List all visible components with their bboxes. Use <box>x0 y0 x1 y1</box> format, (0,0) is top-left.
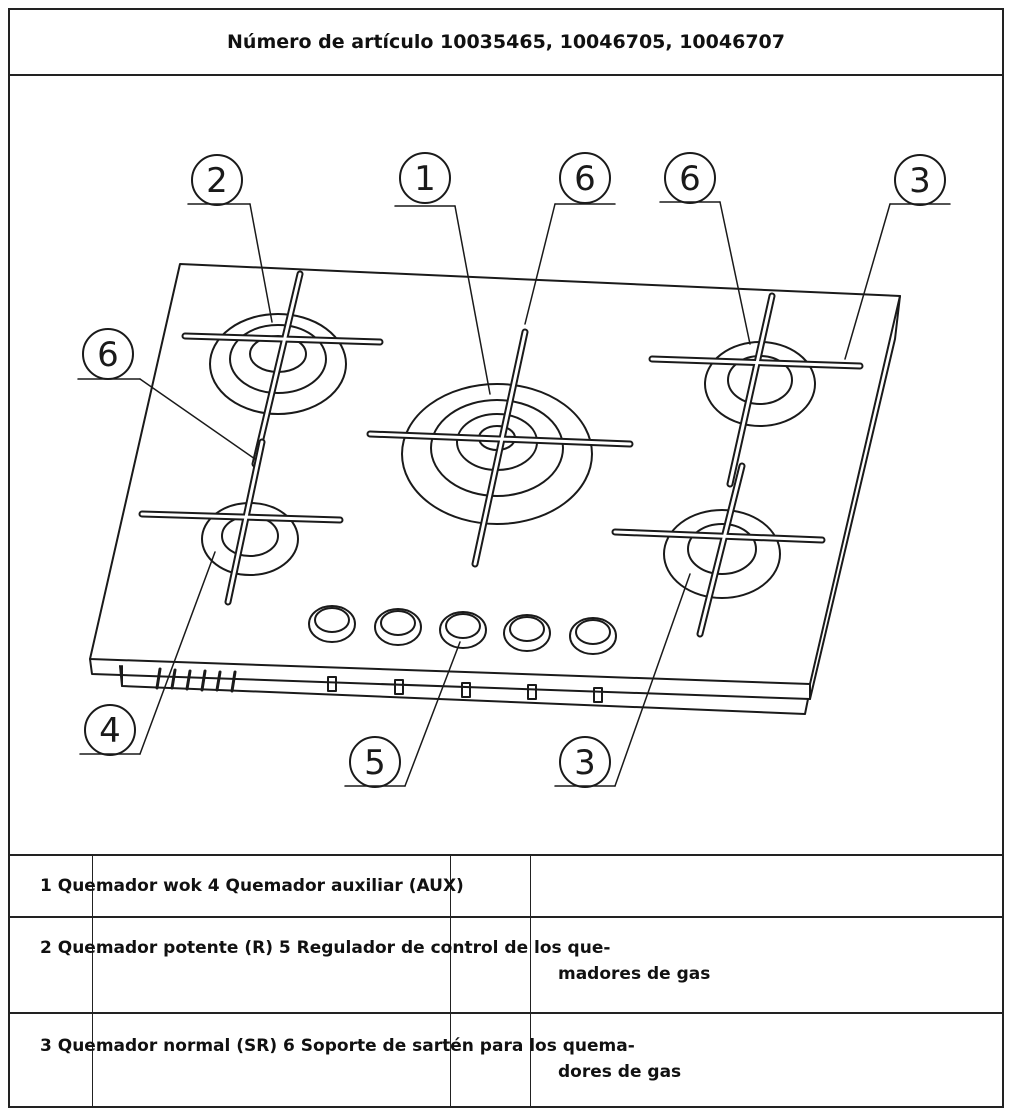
callout-label: 6 <box>97 335 119 375</box>
article-number-title: Número de artículo 10035465, 10046705, 1… <box>10 10 1002 76</box>
cooktop-diagram: 2 1 6 6 3 6 4 5 3 <box>10 74 1002 854</box>
pan-support-right-top <box>648 292 864 488</box>
callout-label: 3 <box>909 161 931 201</box>
column-divider <box>530 854 531 1106</box>
callout-label: 6 <box>574 159 596 199</box>
legend-row-text-cont: dores de gas <box>558 1062 682 1082</box>
callout-badges <box>82 152 946 788</box>
legend-table: 1 Quemador wok 4 Quemador auxiliar (AUX)… <box>10 854 1002 1106</box>
vent-slots <box>155 667 237 693</box>
document-frame: Número de artículo 10035465, 10046705, 1… <box>8 8 1004 1108</box>
legend-row-text: 3 Quemador normal (SR) 6 Soporte de sart… <box>40 1036 635 1056</box>
callout-label: 3 <box>574 743 596 783</box>
legend-row: 2 Quemador potente (R) 5 Regulador de co… <box>10 916 1002 1012</box>
legend-row-text: 2 Quemador potente (R) 5 Regulador de co… <box>40 938 611 958</box>
pan-support-right-bottom <box>611 462 826 638</box>
cooktop-body <box>119 665 809 715</box>
callout-label: 2 <box>206 161 228 201</box>
callout-label: 5 <box>364 743 386 783</box>
cooktop-front-edge <box>89 658 811 700</box>
pan-support-left-bottom <box>138 438 344 606</box>
callout-label: 1 <box>414 159 436 199</box>
legend-row-text: 1 Quemador wok 4 Quemador auxiliar (AUX) <box>40 876 464 896</box>
leader-lines <box>77 201 951 787</box>
control-knobs <box>308 605 617 655</box>
cooktop-drawing: 2 1 6 6 3 6 4 5 3 <box>77 152 951 788</box>
legend-row: 1 Quemador wok 4 Quemador auxiliar (AUX) <box>10 854 1002 916</box>
legend-row-text-cont: madores de gas <box>558 964 711 984</box>
column-divider <box>450 854 451 1106</box>
legend-row: 3 Quemador normal (SR) 6 Soporte de sart… <box>10 1012 1002 1106</box>
column-divider <box>92 854 93 1106</box>
callout-label: 4 <box>99 711 121 751</box>
callout-label: 6 <box>679 159 701 199</box>
burner-semi-rapid-bottom <box>663 509 781 599</box>
body-clips <box>327 676 603 703</box>
pan-support-left-top <box>181 270 384 468</box>
